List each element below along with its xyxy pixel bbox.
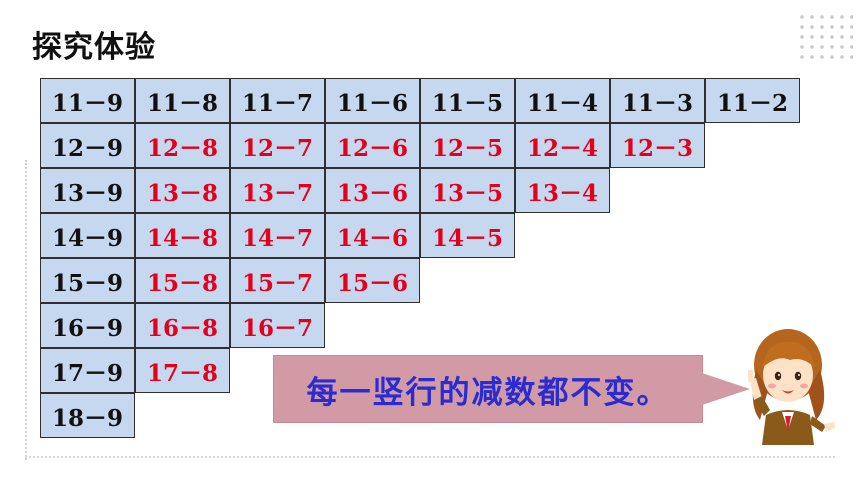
table-cell: 12－3 <box>610 123 705 168</box>
table-cell: 12－6 <box>325 123 420 168</box>
callout-box: 每一竖行的减数都不变。 <box>273 355 703 423</box>
table-cell: 11－5 <box>420 78 515 123</box>
table-cell: 11－7 <box>230 78 325 123</box>
page-title: 探究体验 <box>32 30 156 65</box>
table-cell: 11－2 <box>705 78 800 123</box>
table-cell: 16－8 <box>135 303 230 348</box>
table-cell: 17－8 <box>135 348 230 393</box>
cartoon-girl-pointing-icon <box>748 329 835 445</box>
table-cell: 15－6 <box>325 258 420 303</box>
table-cell: 13－7 <box>230 168 325 213</box>
table-cell: 17－9 <box>40 348 135 393</box>
table-cell: 13－9 <box>40 168 135 213</box>
callout-text: 每一竖行的减数都不变。 <box>306 374 670 411</box>
table-cell: 14－8 <box>135 213 230 258</box>
table-cell: 12－5 <box>420 123 515 168</box>
table-cell: 13－8 <box>135 168 230 213</box>
table-cell: 16－7 <box>230 303 325 348</box>
table-cell: 14－5 <box>420 213 515 258</box>
table-cell: 12－4 <box>515 123 610 168</box>
table-cell: 14－6 <box>325 213 420 258</box>
table-cell: 13－6 <box>325 168 420 213</box>
table-cell: 11－9 <box>40 78 135 123</box>
table-cell: 12－7 <box>230 123 325 168</box>
table-cell: 12－9 <box>40 123 135 168</box>
callout-pointer <box>702 373 750 405</box>
table-cell: 16－9 <box>40 303 135 348</box>
table-cell: 11－6 <box>325 78 420 123</box>
decorative-horizontal-line <box>25 456 835 458</box>
table-cell: 11－3 <box>610 78 705 123</box>
table-cell: 13－5 <box>420 168 515 213</box>
table-cell: 11－8 <box>135 78 230 123</box>
table-cell: 15－7 <box>230 258 325 303</box>
table-cell: 12－8 <box>135 123 230 168</box>
table-cell: 15－8 <box>135 258 230 303</box>
table-cell: 15－9 <box>40 258 135 303</box>
decorative-vertical-line <box>25 160 27 460</box>
table-cell: 14－9 <box>40 213 135 258</box>
table-cell: 13－4 <box>515 168 610 213</box>
table-cell: 18－9 <box>40 393 135 438</box>
decorative-dot-grid <box>797 12 853 62</box>
table-cell: 14－7 <box>230 213 325 258</box>
table-cell: 11－4 <box>515 78 610 123</box>
